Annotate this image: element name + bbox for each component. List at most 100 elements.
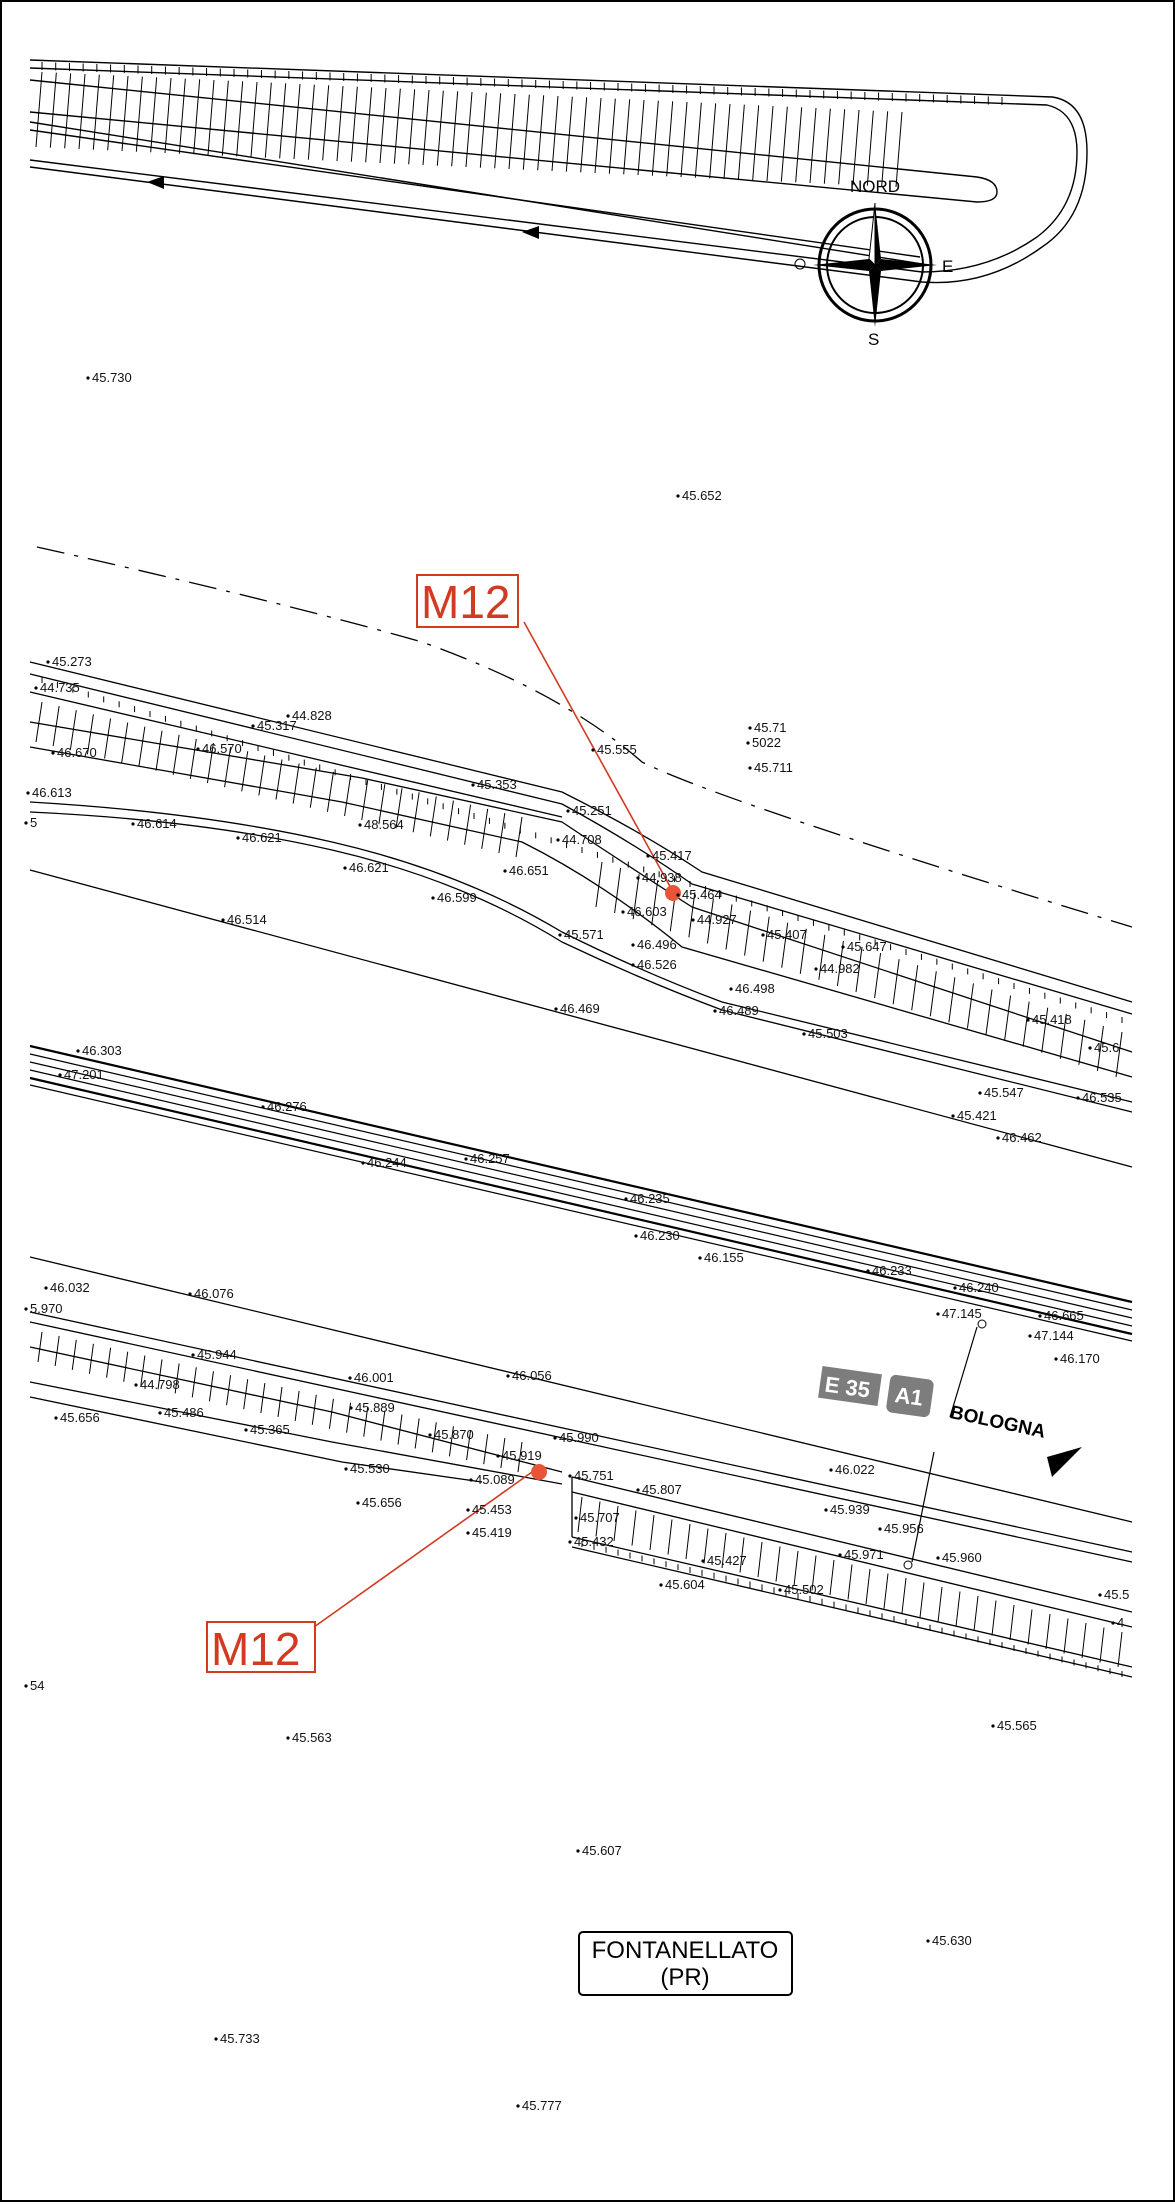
hatch-tick [799,928,807,974]
elevation-label: 45.464 [682,887,722,902]
elevation-label: 45.407 [767,927,807,942]
elevation-label: 46.056 [512,1368,552,1383]
spot-height-dot [838,1553,842,1557]
elevation-label: 44.982 [820,961,860,976]
spot-height-dot [748,726,752,730]
elevation-label: 46.244 [367,1155,407,1170]
hatch-tick [608,98,616,174]
hatch-tick [243,1379,249,1410]
hatch-tick [895,111,903,188]
hatch-tick [292,763,300,804]
spot-height-dot [44,1286,48,1290]
hatch-tick [744,910,752,956]
leader-line [911,1451,935,1563]
spot-height-dot [1111,1621,1115,1625]
highway [29,1044,1133,1342]
spot-height-dot [26,791,30,795]
hatch-tick [408,89,416,165]
elevation-label: 54 [30,1678,44,1693]
elevation-label: 45.418 [1032,1012,1072,1027]
hatch-tick [793,1550,799,1587]
hatch-tick [107,75,115,151]
hatch-tick [565,96,573,172]
hatch-tick [250,81,258,158]
spot-height-dot [634,1234,638,1238]
spot-height-dot [802,1032,806,1036]
elevation-label: 45.273 [52,654,92,669]
spot-height-dot [361,1161,365,1165]
hatch-tick [685,1523,691,1560]
spot-height-dot [746,741,750,745]
spot-height-dot [261,1105,265,1109]
elevation-label: 46.665 [1044,1308,1084,1323]
elevation-label: 45.565 [997,1718,1037,1733]
hatch-tick [221,80,229,156]
spot-height-dot [553,1436,557,1440]
spot-height-dot [34,686,38,690]
spot-height-dot [978,1091,982,1095]
spot-height-dot [568,1540,572,1544]
direction-arrow [147,176,539,239]
spot-height-dot [286,714,290,718]
hatch-tick [709,103,717,179]
hatch-tick [809,107,817,184]
lower-ramp [29,1256,1133,1678]
hatch-tick [138,726,146,767]
spot-height-dot [24,1684,28,1688]
spot-height-dot [621,910,625,914]
spot-height-dot [464,1157,468,1161]
hatch-tick [121,722,129,763]
hatch-tick [241,751,249,792]
hatch-tick [500,1438,506,1469]
hatch-tick [948,977,956,1023]
hatch-tick [613,1505,619,1542]
spot-height-dot [196,747,200,751]
hatch-tick [397,1414,403,1445]
hatch-tick [155,730,163,771]
elevation-label: 46.303 [82,1043,122,1058]
hatch-tick [208,1371,214,1402]
hatch-tick [311,1394,317,1425]
elevation-label: 45.5 [1104,1587,1129,1602]
spot-height-dot [636,1488,640,1492]
spot-height-dot [624,1197,628,1201]
spot-height-dot [496,1454,500,1458]
hatch-tick [264,82,272,158]
hatch-tick [224,747,232,788]
spot-height-dot [936,1556,940,1560]
hatch-tick [414,1418,420,1449]
elevation-label: 45.432 [574,1534,614,1549]
hatch-tick [929,971,937,1017]
elevation-label: 5 [30,815,37,830]
hatch-tick [309,767,317,808]
hatch-tick [481,808,489,849]
hatch-tick [752,105,760,181]
spot-height-dot [251,724,255,728]
spot-height-dot [729,987,733,991]
hatch-tick [412,792,420,833]
hatch-tick [106,1347,112,1378]
hatch-tick [762,916,770,962]
hatch-tick [901,1577,907,1614]
spot-height-dot [1054,1357,1058,1361]
spot-height-dot [631,963,635,967]
compass-north-label: NORD [850,177,900,196]
elevation-label: 45.563 [292,1730,332,1745]
hatch-tick [795,107,803,183]
spot-height-dot [698,1256,702,1260]
elevation-label: 45.503 [808,1026,848,1041]
hatch-tick [135,76,143,152]
spot-height-dot [466,1508,470,1512]
spot-height-dot [428,1433,432,1437]
hatch-tick [866,110,874,186]
elevation-label: 44.927 [697,912,737,927]
hatch-tick [580,97,588,173]
elevation-label: 45.417 [652,848,692,863]
spot-height-dot [631,943,635,947]
elevation-label: 46.276 [267,1099,307,1114]
elevation-label: 48.564 [364,817,404,832]
spot-height-dot [191,1353,195,1357]
hatch-tick [522,94,530,170]
sign-route-a: A1 [893,1382,924,1411]
hatch-tick [328,1398,334,1429]
